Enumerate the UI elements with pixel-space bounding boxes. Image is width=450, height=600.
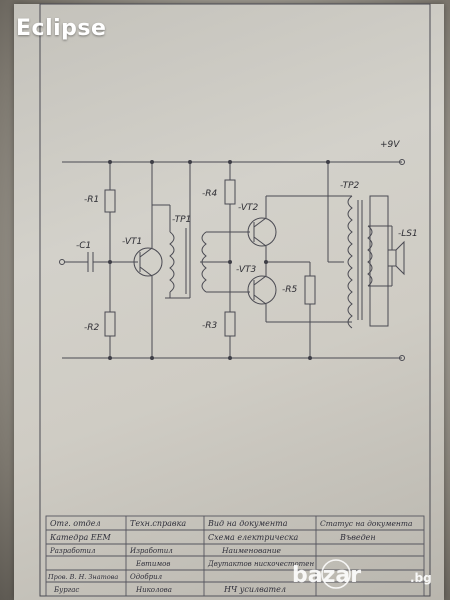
supply-terminal — [399, 159, 405, 165]
label-vt3: -VT3 — [236, 265, 257, 275]
label-vt1: -VT1 — [122, 237, 142, 247]
transformer-tp1-primary — [169, 231, 175, 293]
tb-r2c3: Схема електрическа — [208, 533, 298, 542]
tb-r3c1: Разработил — [49, 547, 95, 555]
label-ls1: -LS1 — [398, 229, 418, 239]
bazar-logo-ring — [321, 559, 351, 589]
label-r5: -R5 — [282, 285, 298, 295]
junction-dots — [108, 160, 330, 360]
title-block — [45, 515, 425, 597]
speaker-ls1-body — [387, 249, 397, 267]
transistor-vt3 — [247, 275, 277, 305]
label-r1: -R1 — [84, 195, 99, 205]
label-r2: -R2 — [84, 323, 100, 333]
transformer-tp2-frame — [369, 195, 389, 327]
resistor-r1 — [104, 189, 116, 213]
bazar-logo-text: bazar — [292, 563, 361, 588]
tb-r2c4: Въведен — [339, 533, 376, 542]
transistor-vt2 — [247, 217, 277, 247]
resistor-r4 — [224, 179, 236, 205]
transformer-tp2-primary — [347, 195, 353, 329]
resistor-r3 — [224, 311, 236, 337]
drawing-frame — [39, 3, 431, 597]
speaker-ls1-cone — [395, 240, 405, 276]
input-terminal — [59, 259, 65, 265]
label-r4: -R4 — [202, 189, 218, 199]
tb-r3b-c2: Евтимов — [135, 560, 170, 568]
resistor-r2 — [104, 311, 116, 337]
tb-r2c1: Катедра ЕЕМ — [49, 533, 111, 542]
tb-r4c1: Пров. В. Н. Знатова — [47, 573, 118, 581]
tb-r3c2: Изработил — [129, 547, 173, 555]
bazar-logo: bazar .bg — [292, 559, 432, 589]
tb-r4b-c2: Николова — [135, 586, 172, 594]
label-r3: -R3 — [202, 321, 218, 331]
tb-r1c2: Техн.справка — [130, 519, 186, 528]
tb-r4b-c3: НЧ усилвател — [223, 585, 286, 594]
tb-r1c1: Отг. отдел — [50, 519, 101, 528]
transistor-vt1 — [133, 247, 163, 277]
label-c1: -C1 — [76, 241, 91, 251]
watermark-eclipse: Eclipse — [16, 16, 107, 41]
tb-r4c2: Одобрил — [130, 573, 162, 581]
paper-sheet — [14, 4, 444, 600]
tb-r1c4: Статус на документа — [320, 519, 412, 528]
tb-r3c3: Наименование — [221, 546, 282, 555]
label-tp2: -TP2 — [340, 181, 360, 191]
label-tp1: -TP1 — [172, 215, 191, 225]
bazar-logo-suffix: .bg — [410, 571, 432, 585]
transformer-tp2-secondary — [367, 225, 373, 287]
tb-r3b-c3: Двутактов нискочестотен — [207, 560, 314, 568]
tb-r5c1: Бургас — [53, 586, 79, 594]
label-supply: +9V — [380, 140, 400, 150]
tb-r1c3: Вид на документа — [207, 519, 288, 528]
ground-terminal — [399, 355, 405, 361]
resistor-r5 — [304, 275, 316, 305]
label-vt2: -VT2 — [238, 203, 259, 213]
